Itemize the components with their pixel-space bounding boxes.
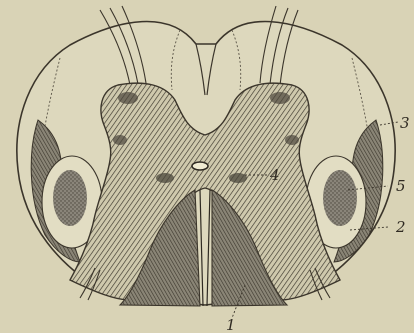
pyramidal-tract-left <box>53 170 87 226</box>
callout-2: 2 <box>395 218 406 236</box>
callout-1: 1 <box>226 316 236 333</box>
callout-4: 4 <box>269 166 280 184</box>
central-canal <box>192 162 208 170</box>
callout-3: 3 <box>400 114 410 132</box>
callout-5: 5 <box>396 177 406 195</box>
pyramidal-tract-right <box>323 170 357 226</box>
